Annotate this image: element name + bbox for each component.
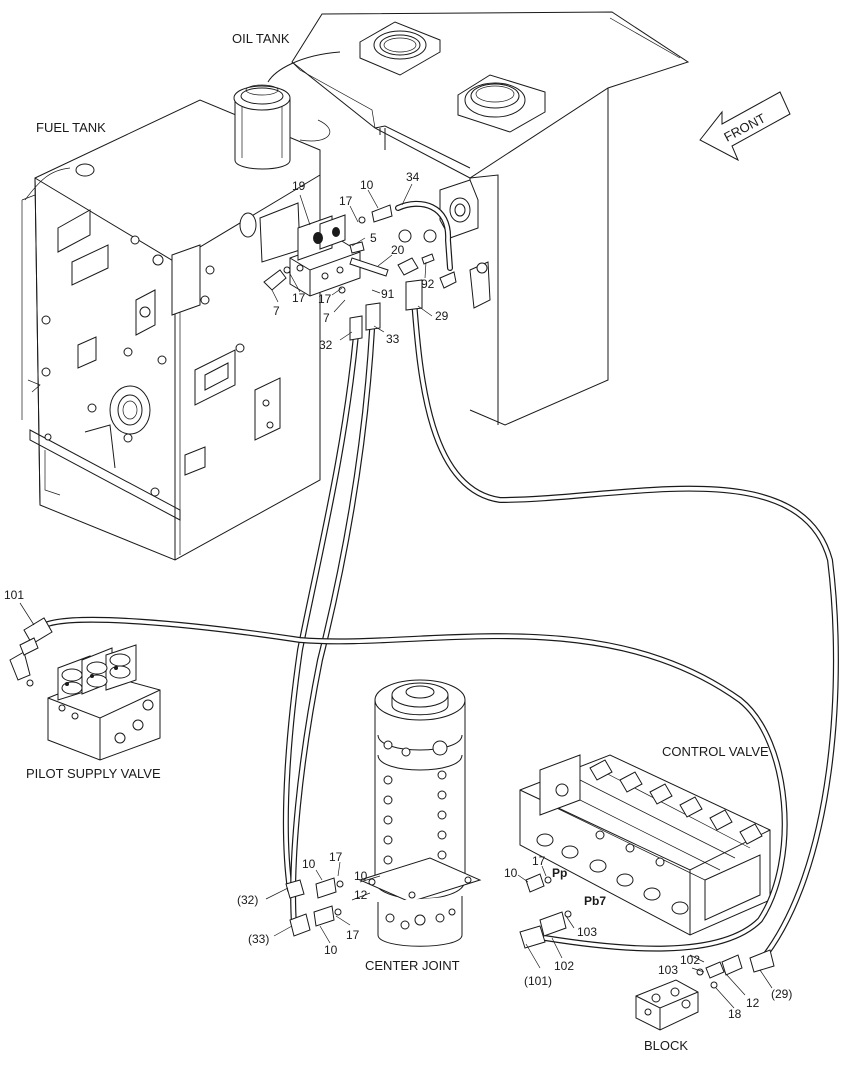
callout-34: 34 bbox=[406, 170, 420, 184]
callout-12: 12 bbox=[354, 888, 368, 902]
callout-17: 17 bbox=[339, 194, 353, 208]
component-labels: OIL TANK FUEL TANK PILOT SUPPLY VALVE CE… bbox=[26, 31, 769, 1053]
center-joint-label: CENTER JOINT bbox=[365, 958, 460, 973]
callout-7: 7 bbox=[273, 304, 280, 318]
callout-91: 91 bbox=[381, 287, 395, 301]
callout-17: 17 bbox=[532, 854, 546, 868]
callout-103: 103 bbox=[577, 925, 597, 939]
callout-10: 10 bbox=[360, 178, 374, 192]
pilot-supply-valve-label: PILOT SUPPLY VALVE bbox=[26, 766, 161, 781]
callout-18: 18 bbox=[728, 1007, 742, 1021]
callout-17: 17 bbox=[346, 928, 360, 942]
callout-29-ref: (29) bbox=[771, 987, 792, 1001]
valve-block-19 bbox=[263, 204, 457, 297]
port-pp-label: Pp bbox=[552, 866, 567, 880]
block bbox=[635, 954, 743, 1031]
hoses bbox=[19, 200, 839, 973]
callout-19: 19 bbox=[292, 179, 306, 193]
callout-10: 10 bbox=[354, 869, 368, 883]
port-pb7-label: Pb7 bbox=[584, 894, 606, 908]
callout-10: 10 bbox=[324, 943, 338, 957]
part-callouts: 19 10 34 17 5 20 92 7 17 17 7 91 29 32 3… bbox=[4, 170, 792, 1021]
control-valve bbox=[519, 754, 771, 936]
callout-32-ref: (32) bbox=[237, 893, 258, 907]
pilot-supply-valve bbox=[9, 644, 161, 761]
callout-92: 92 bbox=[421, 277, 435, 291]
fuel-tank-label: FUEL TANK bbox=[36, 120, 106, 135]
callout-7: 7 bbox=[323, 311, 330, 325]
callout-10: 10 bbox=[504, 866, 518, 880]
callout-33: 33 bbox=[386, 332, 400, 346]
control-valve-label: CONTROL VALVE bbox=[662, 744, 769, 759]
callout-29: 29 bbox=[435, 309, 449, 323]
block-label: BLOCK bbox=[644, 1038, 688, 1053]
callout-33-ref: (33) bbox=[248, 932, 269, 946]
oil-tank-label: OIL TANK bbox=[232, 31, 290, 46]
callout-101-ref: (101) bbox=[524, 974, 552, 988]
callout-17: 17 bbox=[329, 850, 343, 864]
front-arrow: FRONT bbox=[699, 91, 791, 162]
callout-5: 5 bbox=[370, 231, 377, 245]
callout-103: 103 bbox=[658, 963, 678, 977]
leader-lines bbox=[19, 183, 773, 1009]
oil-tank bbox=[291, 11, 690, 426]
callout-17: 17 bbox=[292, 291, 306, 305]
callout-102: 102 bbox=[680, 953, 700, 967]
callout-32: 32 bbox=[319, 338, 333, 352]
fuel-tank bbox=[21, 51, 341, 561]
callout-102: 102 bbox=[554, 959, 574, 973]
callout-10: 10 bbox=[302, 857, 316, 871]
callout-17: 17 bbox=[318, 292, 332, 306]
callout-101: 101 bbox=[4, 588, 24, 602]
callout-20: 20 bbox=[391, 243, 405, 257]
center-joint bbox=[358, 679, 482, 947]
callout-12: 12 bbox=[746, 996, 760, 1010]
